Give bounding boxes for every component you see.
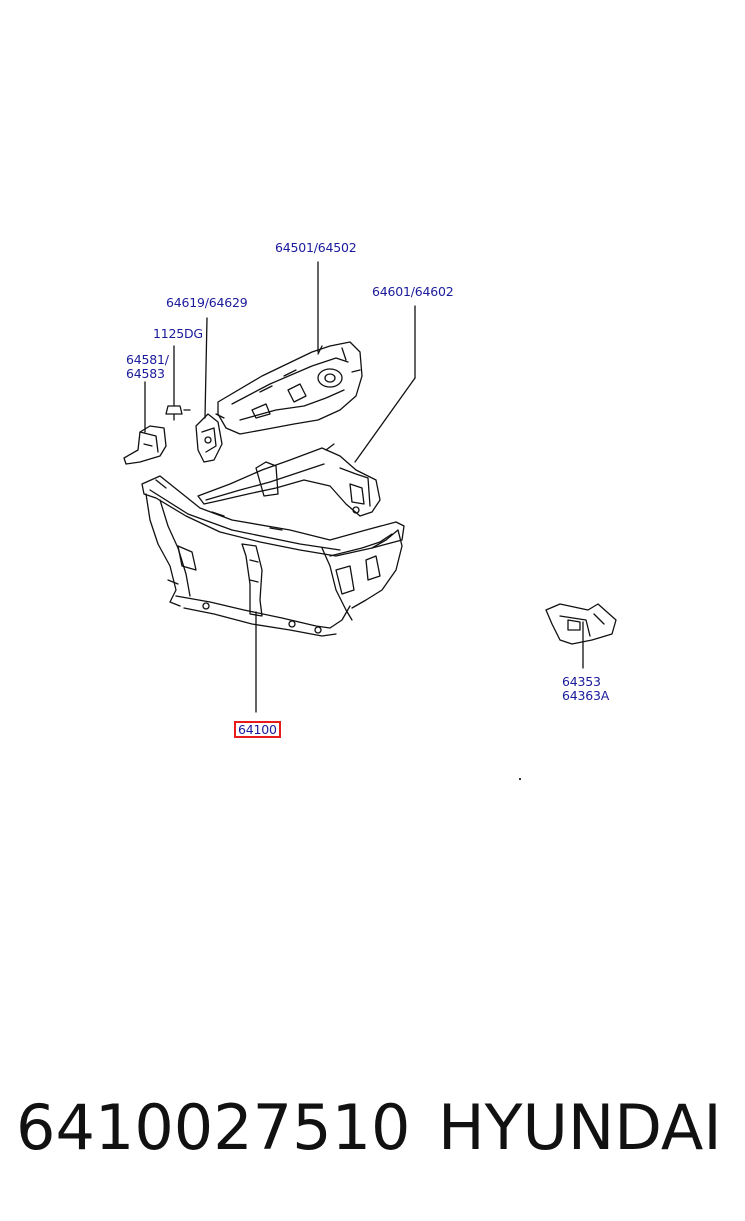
callout-64363a[interactable]: 64363A [562,688,610,703]
part-64353-bracket [545,603,617,645]
callout-64501[interactable]: 64501/64502 [275,240,357,255]
part-64501-panel [217,341,363,435]
callout-64100-highlighted[interactable]: 64100 [234,721,281,738]
stray-dot [519,778,521,780]
callout-64619[interactable]: 64619/64629 [166,295,248,310]
callout-64583[interactable]: 64583 [126,366,165,381]
callout-1125dg[interactable]: 1125DG [153,326,203,341]
part-64601-member [197,443,381,517]
leader-lines [144,261,584,713]
part-64100-radiator-support [141,475,405,637]
part-64581-bracket [123,425,167,465]
part-1125dg-bolt [165,405,191,421]
part-64619-bracket [195,413,225,463]
callout-64581[interactable]: 64581/ [126,352,169,367]
part-number-label: 6410027510 [16,1091,411,1164]
callout-64353[interactable]: 64353 [562,674,601,689]
callout-64601[interactable]: 64601/64602 [372,284,454,299]
brand-label: HYUNDAI [438,1091,722,1164]
